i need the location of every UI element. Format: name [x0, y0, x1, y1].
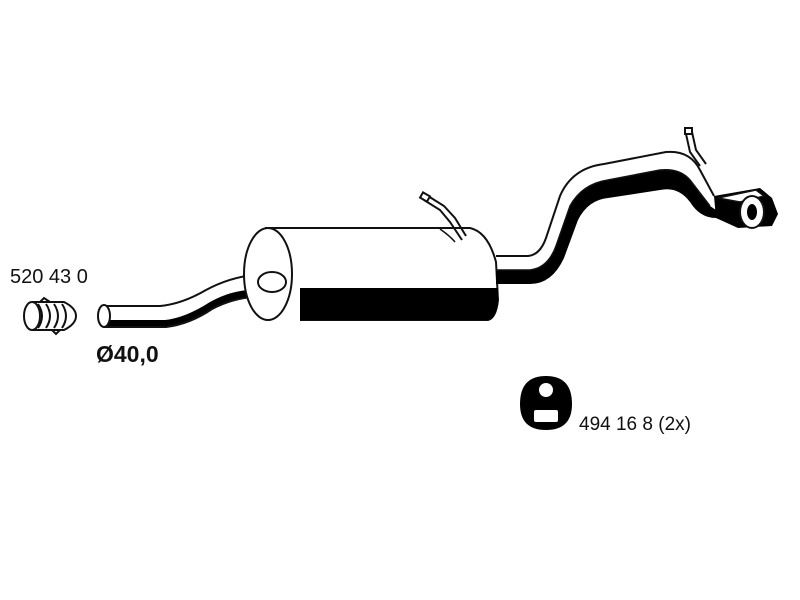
rear-pipe [496, 150, 716, 284]
tailpipe-tip [714, 188, 778, 229]
pipe-diameter-label: Ø40,0 [96, 341, 159, 367]
pipe-clamp-icon [23, 296, 78, 336]
clamp-part-number: 520 43 0 [10, 266, 88, 288]
rear-hanger-rod [684, 127, 707, 167]
front-pipe [97, 273, 263, 328]
silencer-hanger-rod [418, 191, 467, 241]
rubber-hanger-icon [520, 376, 572, 430]
silencer-body [243, 227, 500, 321]
hanger-part-number: 494 16 8 (2x) [579, 414, 691, 435]
